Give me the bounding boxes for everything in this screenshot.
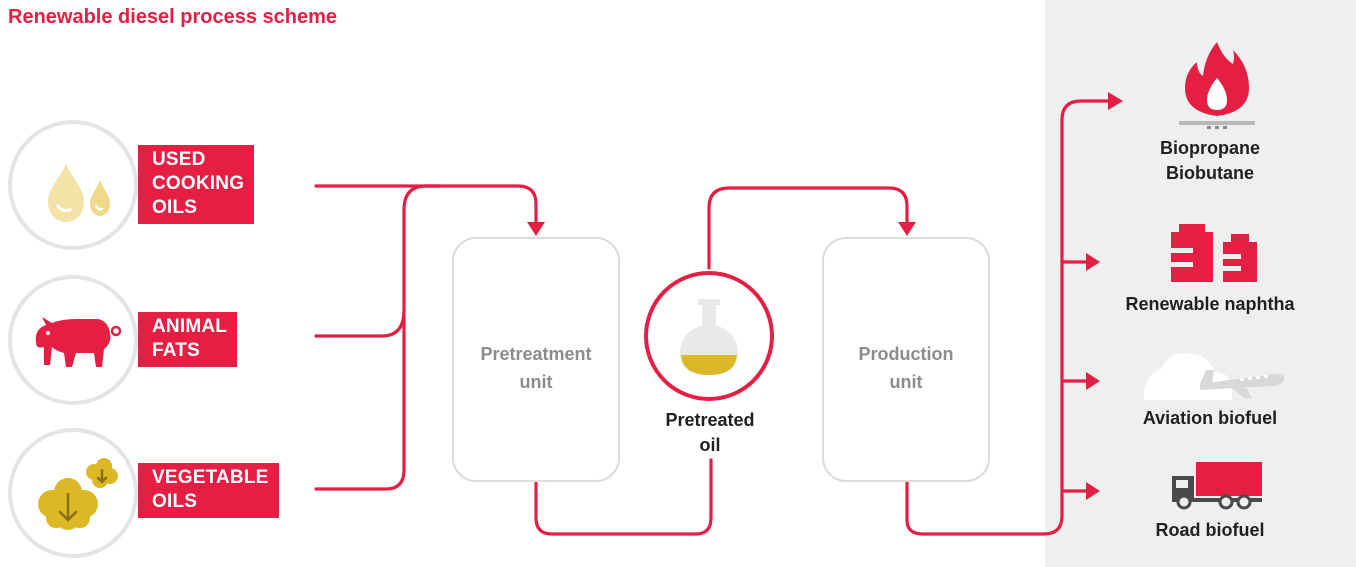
arrowhead-aviation [1086, 372, 1100, 390]
diagram-title: Renewable diesel process scheme [8, 6, 338, 28]
oil-drops-icon [48, 164, 110, 222]
rapeseed-icon [38, 458, 118, 530]
pretreatment-unit-box [452, 237, 620, 482]
connector-oil-to-production [707, 186, 909, 270]
tag-line: FATS [152, 340, 200, 361]
flask-icon [680, 299, 738, 375]
tag-animal-fats: ANIMAL FATS [138, 312, 238, 367]
pretreatment-unit-label: Pretreatment unit [452, 340, 620, 396]
connector-production-out [905, 99, 1110, 536]
tag-vegetable-oils: VEGETABLE OILS [138, 463, 279, 518]
output-label-naphtha: Renewable naphtha [1085, 292, 1335, 317]
oil-label-line: Pretreated [665, 410, 755, 430]
tag-line: OILS [152, 491, 198, 512]
used-oils-circle [8, 120, 138, 250]
output-label-line: Road biofuel [1155, 520, 1265, 540]
tag-line: VEGETABLE [152, 467, 269, 488]
output-label-line: Renewable naphtha [1125, 294, 1295, 314]
arrowhead-biopropane [1108, 92, 1123, 110]
output-label-biopropane: Biopropane Biobutane [1085, 136, 1335, 186]
pretreated-oil-label: Pretreated oil [630, 408, 790, 458]
output-label-line: Biopropane [1159, 138, 1260, 158]
unit-label-line: unit [519, 372, 553, 392]
unit-label-line: Production [858, 344, 954, 364]
arrowhead-production [898, 222, 916, 236]
tag-line: USED [152, 149, 206, 170]
production-unit-box [822, 237, 990, 482]
pig-icon [35, 317, 122, 367]
tag-line: ANIMAL [152, 316, 228, 337]
output-label-line: Biobutane [1166, 163, 1254, 183]
vegetable-oils-circle [8, 428, 138, 558]
connector-vegetable-oils [314, 308, 406, 491]
tanks-icon [1171, 224, 1257, 282]
pretreated-oil-circle [644, 271, 774, 401]
tag-line: OILS [152, 197, 198, 218]
unit-label-line: unit [889, 372, 923, 392]
arrowhead-road [1086, 482, 1100, 500]
airplane-icon [1143, 353, 1285, 400]
arrowhead-naphtha [1086, 253, 1100, 271]
production-unit-label: Production unit [822, 340, 990, 396]
connector-used-oils [314, 184, 538, 224]
animal-fats-circle [8, 275, 138, 405]
truck-icon [1172, 462, 1262, 510]
arrowhead-pretreatment [527, 222, 545, 236]
output-label-line: Aviation biofuel [1142, 408, 1278, 428]
unit-label-line: Pretreatment [480, 344, 592, 364]
output-label-road: Road biofuel [1085, 518, 1335, 543]
output-label-aviation: Aviation biofuel [1085, 406, 1335, 431]
flame-icon [1179, 42, 1255, 129]
connector-pretreatment-out [534, 458, 713, 536]
tag-used-oils: USED COOKING OILS [138, 145, 255, 224]
connector-animal-fats [314, 184, 442, 338]
tag-line: COOKING [152, 173, 245, 194]
oil-label-line: oil [699, 435, 721, 455]
